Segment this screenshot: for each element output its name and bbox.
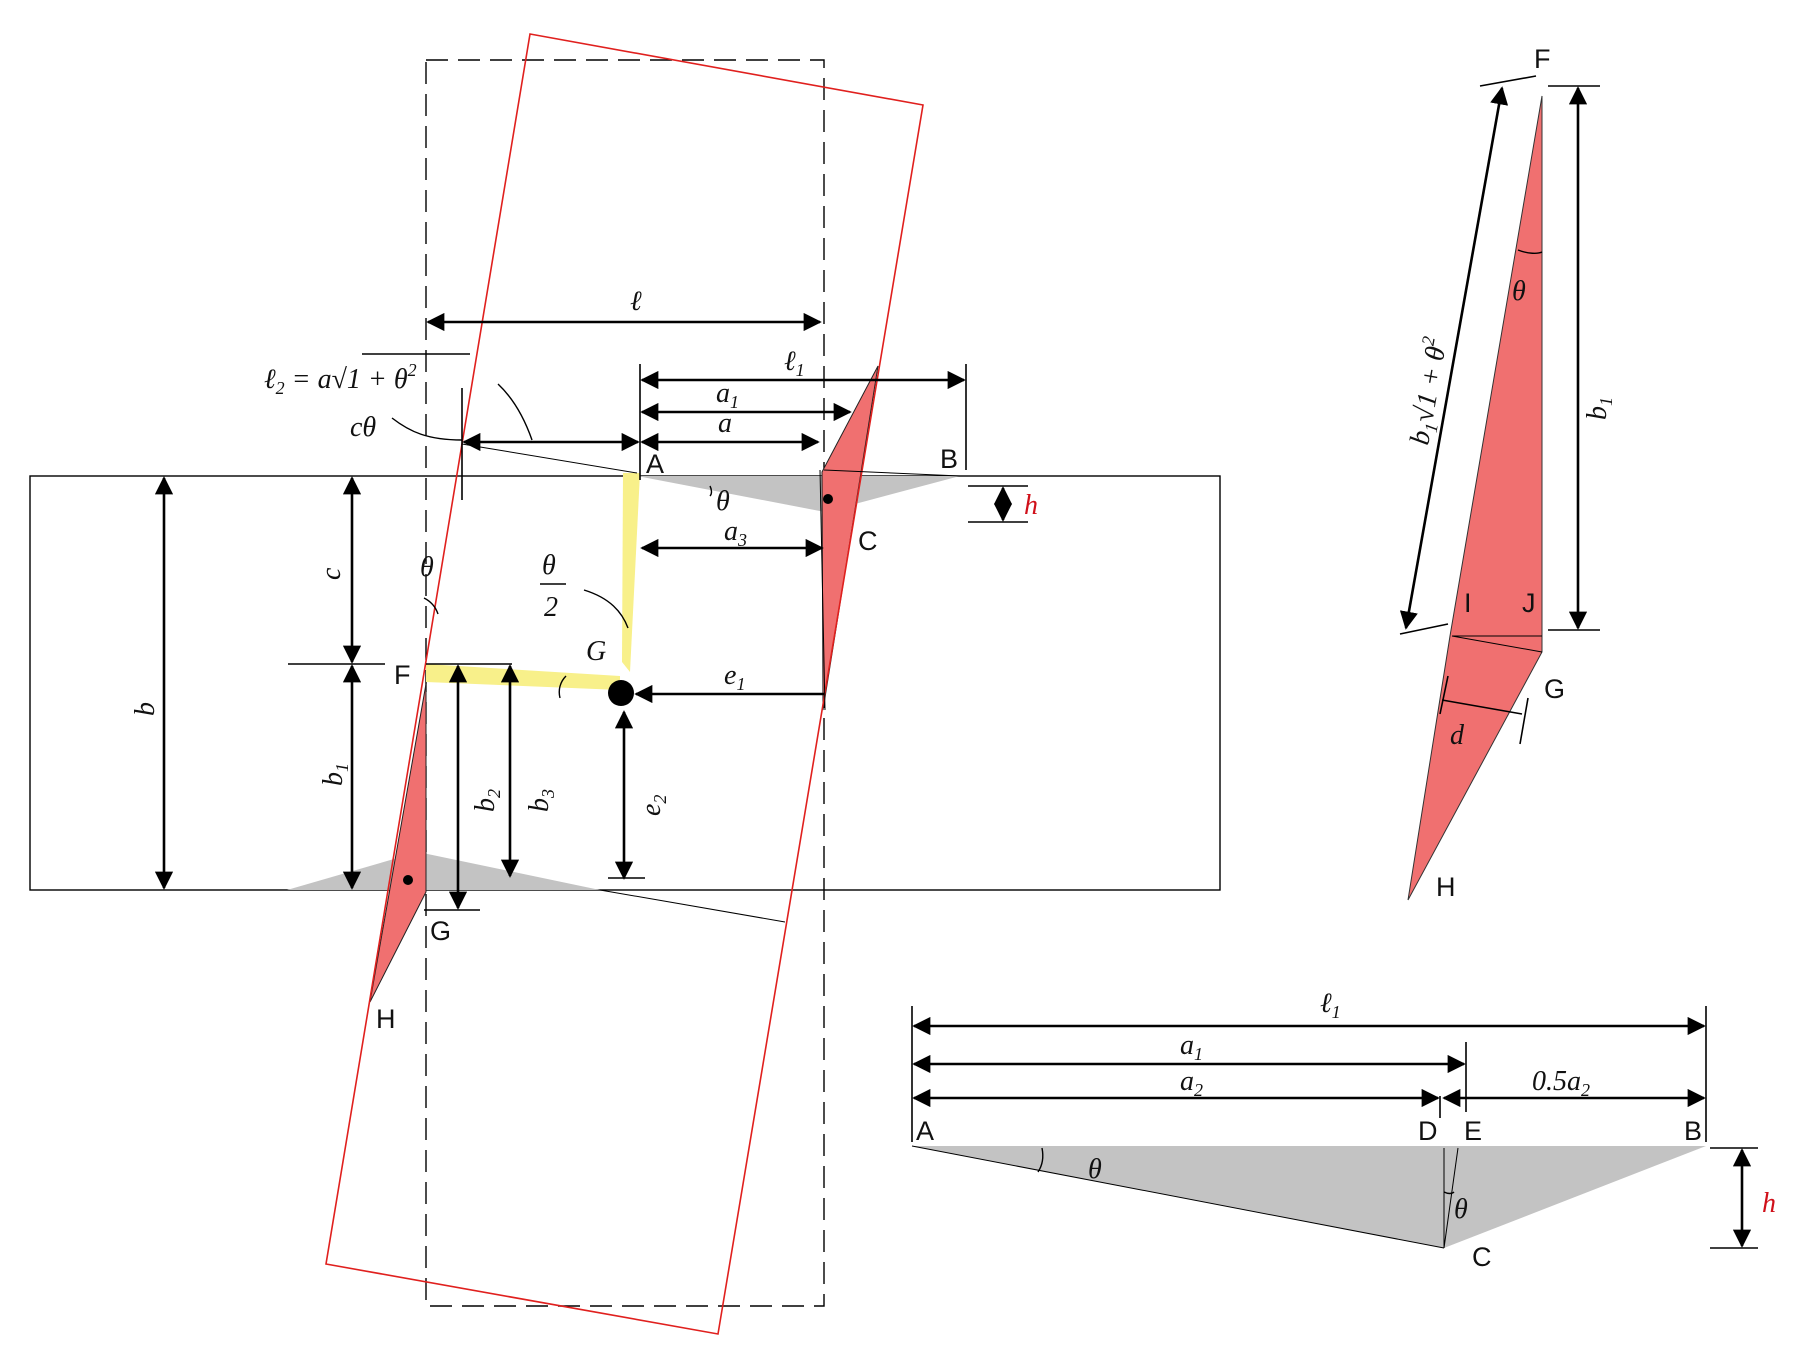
label-B-bottom: B (1684, 1116, 1702, 1146)
leader-ctheta (391, 417, 463, 441)
label-a: a (718, 408, 732, 439)
label-b3: b3 (524, 789, 558, 812)
red-wedge-left (369, 683, 427, 1003)
label-theta-top: θ (716, 486, 730, 517)
label-h-main: h (1024, 490, 1038, 521)
label-e2: e2 (636, 795, 670, 816)
label-theta-C-bottom: θ (1454, 1194, 1468, 1225)
label-d: d (1450, 720, 1465, 751)
label-b1-detail: b1 (1582, 397, 1616, 420)
gray-wedge-bottom (287, 852, 600, 890)
leader-ell2 (497, 383, 533, 441)
ext-line-slant-top (1479, 75, 1537, 87)
original-column-dashed (425, 59, 825, 1307)
label-c-theta: cθ (350, 412, 376, 443)
label-theta-half-num: θ (542, 550, 556, 581)
label-b: b (130, 702, 161, 716)
label-theta-detail: θ (1512, 276, 1526, 307)
line-C-edge (819, 469, 826, 711)
label-a2-bottom: a2 (1180, 1066, 1203, 1100)
label-A: A (646, 449, 664, 479)
gray-triangle-detail (912, 1146, 1706, 1248)
label-e1: e1 (724, 660, 745, 694)
label-F-detail: F (1534, 44, 1551, 74)
leader-theta-half (583, 589, 629, 629)
leader-G-italic (558, 675, 567, 699)
angle-arc-theta-left (423, 597, 439, 615)
label-ell1-bottom: ℓ1 (1320, 988, 1341, 1022)
dim-b1-root (1399, 86, 1509, 630)
label-J-detail: J (1522, 588, 1536, 618)
label-b1: b1 (318, 763, 352, 786)
label-theta-half-den: 2 (544, 592, 558, 623)
label-G-italic: G (586, 636, 606, 667)
angle-arc-theta-top (709, 485, 713, 497)
yellow-strip-vertical (622, 473, 640, 672)
label-a1: a1 (716, 378, 739, 412)
wedge-detail-top-right: F I J G H d θ b1 b1√1 + θ2 (1399, 44, 1616, 902)
yellow-strip-horizontal (426, 664, 620, 690)
gray-wedge-top (637, 476, 960, 512)
dim-d-tick-left (1439, 675, 1449, 715)
label-C: C (858, 526, 878, 556)
label-b2: b2 (470, 789, 504, 812)
triangle-detail-bottom-right: ℓ1 a1 a2 0.5a2 A D E B C θ θ h (911, 988, 1776, 1272)
point-G-dot (403, 875, 413, 885)
label-F: F (394, 660, 411, 690)
label-theta-left: θ (420, 552, 434, 583)
label-G-detail: G (1544, 674, 1565, 704)
line-I-G (1451, 635, 1543, 653)
slope-line-bottom (599, 889, 786, 923)
label-theta-A-bottom: θ (1088, 1154, 1102, 1185)
label-E-bottom: E (1464, 1116, 1482, 1146)
line-to-B (823, 469, 961, 477)
label-H: H (376, 1004, 396, 1034)
rotated-column-red (325, 33, 924, 1335)
label-a1-bottom: a1 (1180, 1030, 1203, 1064)
main-diagram: A B C F G H ℓ ℓ1 a1 a a3 e1 ℓ2 = a√1 + θ… (29, 33, 1221, 1335)
line-E-C (1443, 1147, 1459, 1249)
label-G: G (430, 916, 451, 946)
angle-arc-theta-C (1443, 1191, 1455, 1195)
label-ell: ℓ (630, 286, 642, 317)
label-D-bottom: D (1418, 1116, 1438, 1146)
label-H-detail: H (1436, 872, 1456, 902)
label-A-bottom: A (916, 1116, 934, 1146)
slope-line-top (461, 443, 638, 474)
label-B: B (940, 444, 958, 474)
label-ell1: ℓ1 (784, 346, 805, 380)
label-C-bottom: C (1472, 1242, 1492, 1272)
label-c: c (316, 567, 347, 580)
label-ell2-formula: ℓ2 = a√1 + θ2 (264, 360, 417, 398)
point-C-dot (823, 494, 833, 504)
angle-arc-theta-A (1037, 1147, 1044, 1173)
label-half-a2-bottom: 0.5a2 (1532, 1066, 1590, 1100)
centroid-G-dot (608, 680, 634, 706)
dim-d-tick (1519, 697, 1529, 745)
label-I-detail: I (1464, 588, 1472, 618)
angle-arc-theta-detail (1517, 249, 1543, 255)
line-A-C (911, 1145, 1445, 1249)
label-a3: a3 (724, 516, 747, 550)
label-h-bottom: h (1762, 1188, 1776, 1219)
dim-d-line (1441, 699, 1523, 715)
